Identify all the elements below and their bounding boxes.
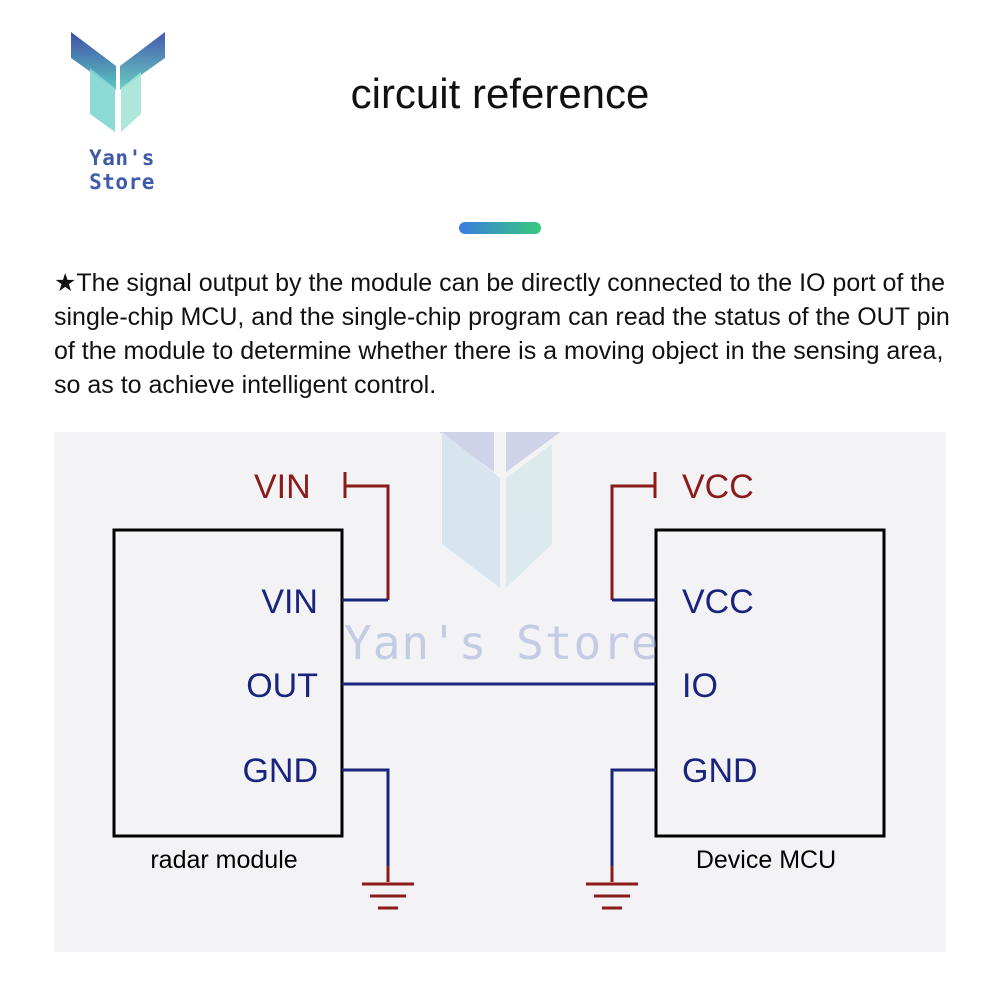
store-name: Yan's Store: [89, 146, 155, 194]
mcu-supply-wire: [610, 484, 655, 600]
mcu-pin-io: IO: [682, 667, 718, 705]
radar-pin-vin: VIN: [261, 583, 318, 621]
mcu-supply-label: VCC: [682, 468, 754, 506]
circuit-diagram-canvas: VIN VCC VIN OUT GND VCC IO GND radar mod…: [112, 432, 886, 910]
radar-ground-icon: [362, 882, 414, 910]
circuit-diagram: VIN VCC VIN OUT GND VCC IO GND radar mod…: [54, 432, 946, 952]
mcu-pin-vcc: VCC: [682, 583, 754, 621]
accent-divider: [459, 222, 541, 234]
description-text: ★The signal output by the module can be …: [54, 269, 950, 399]
mcu-pin-gnd: GND: [682, 752, 758, 790]
page-title: circuit reference: [350, 70, 650, 117]
watermark-text: Yan's Store: [344, 616, 660, 670]
store-logo: Yan's Store: [50, 28, 190, 194]
watermark-logo-icon: [439, 432, 561, 588]
radar-supply-wire: [345, 484, 390, 600]
mcu-ground-icon: [586, 882, 638, 910]
radar-supply-label: VIN: [254, 468, 311, 506]
mcu-gnd-wire: [610, 768, 656, 866]
radar-pin-out: OUT: [246, 667, 318, 705]
store-logo-icon: [71, 32, 165, 132]
radar-gnd-wire: [342, 768, 390, 866]
mcu-caption: Device MCU: [696, 846, 836, 874]
radar-module-caption: radar module: [150, 846, 297, 874]
radar-pin-gnd: GND: [242, 752, 318, 790]
